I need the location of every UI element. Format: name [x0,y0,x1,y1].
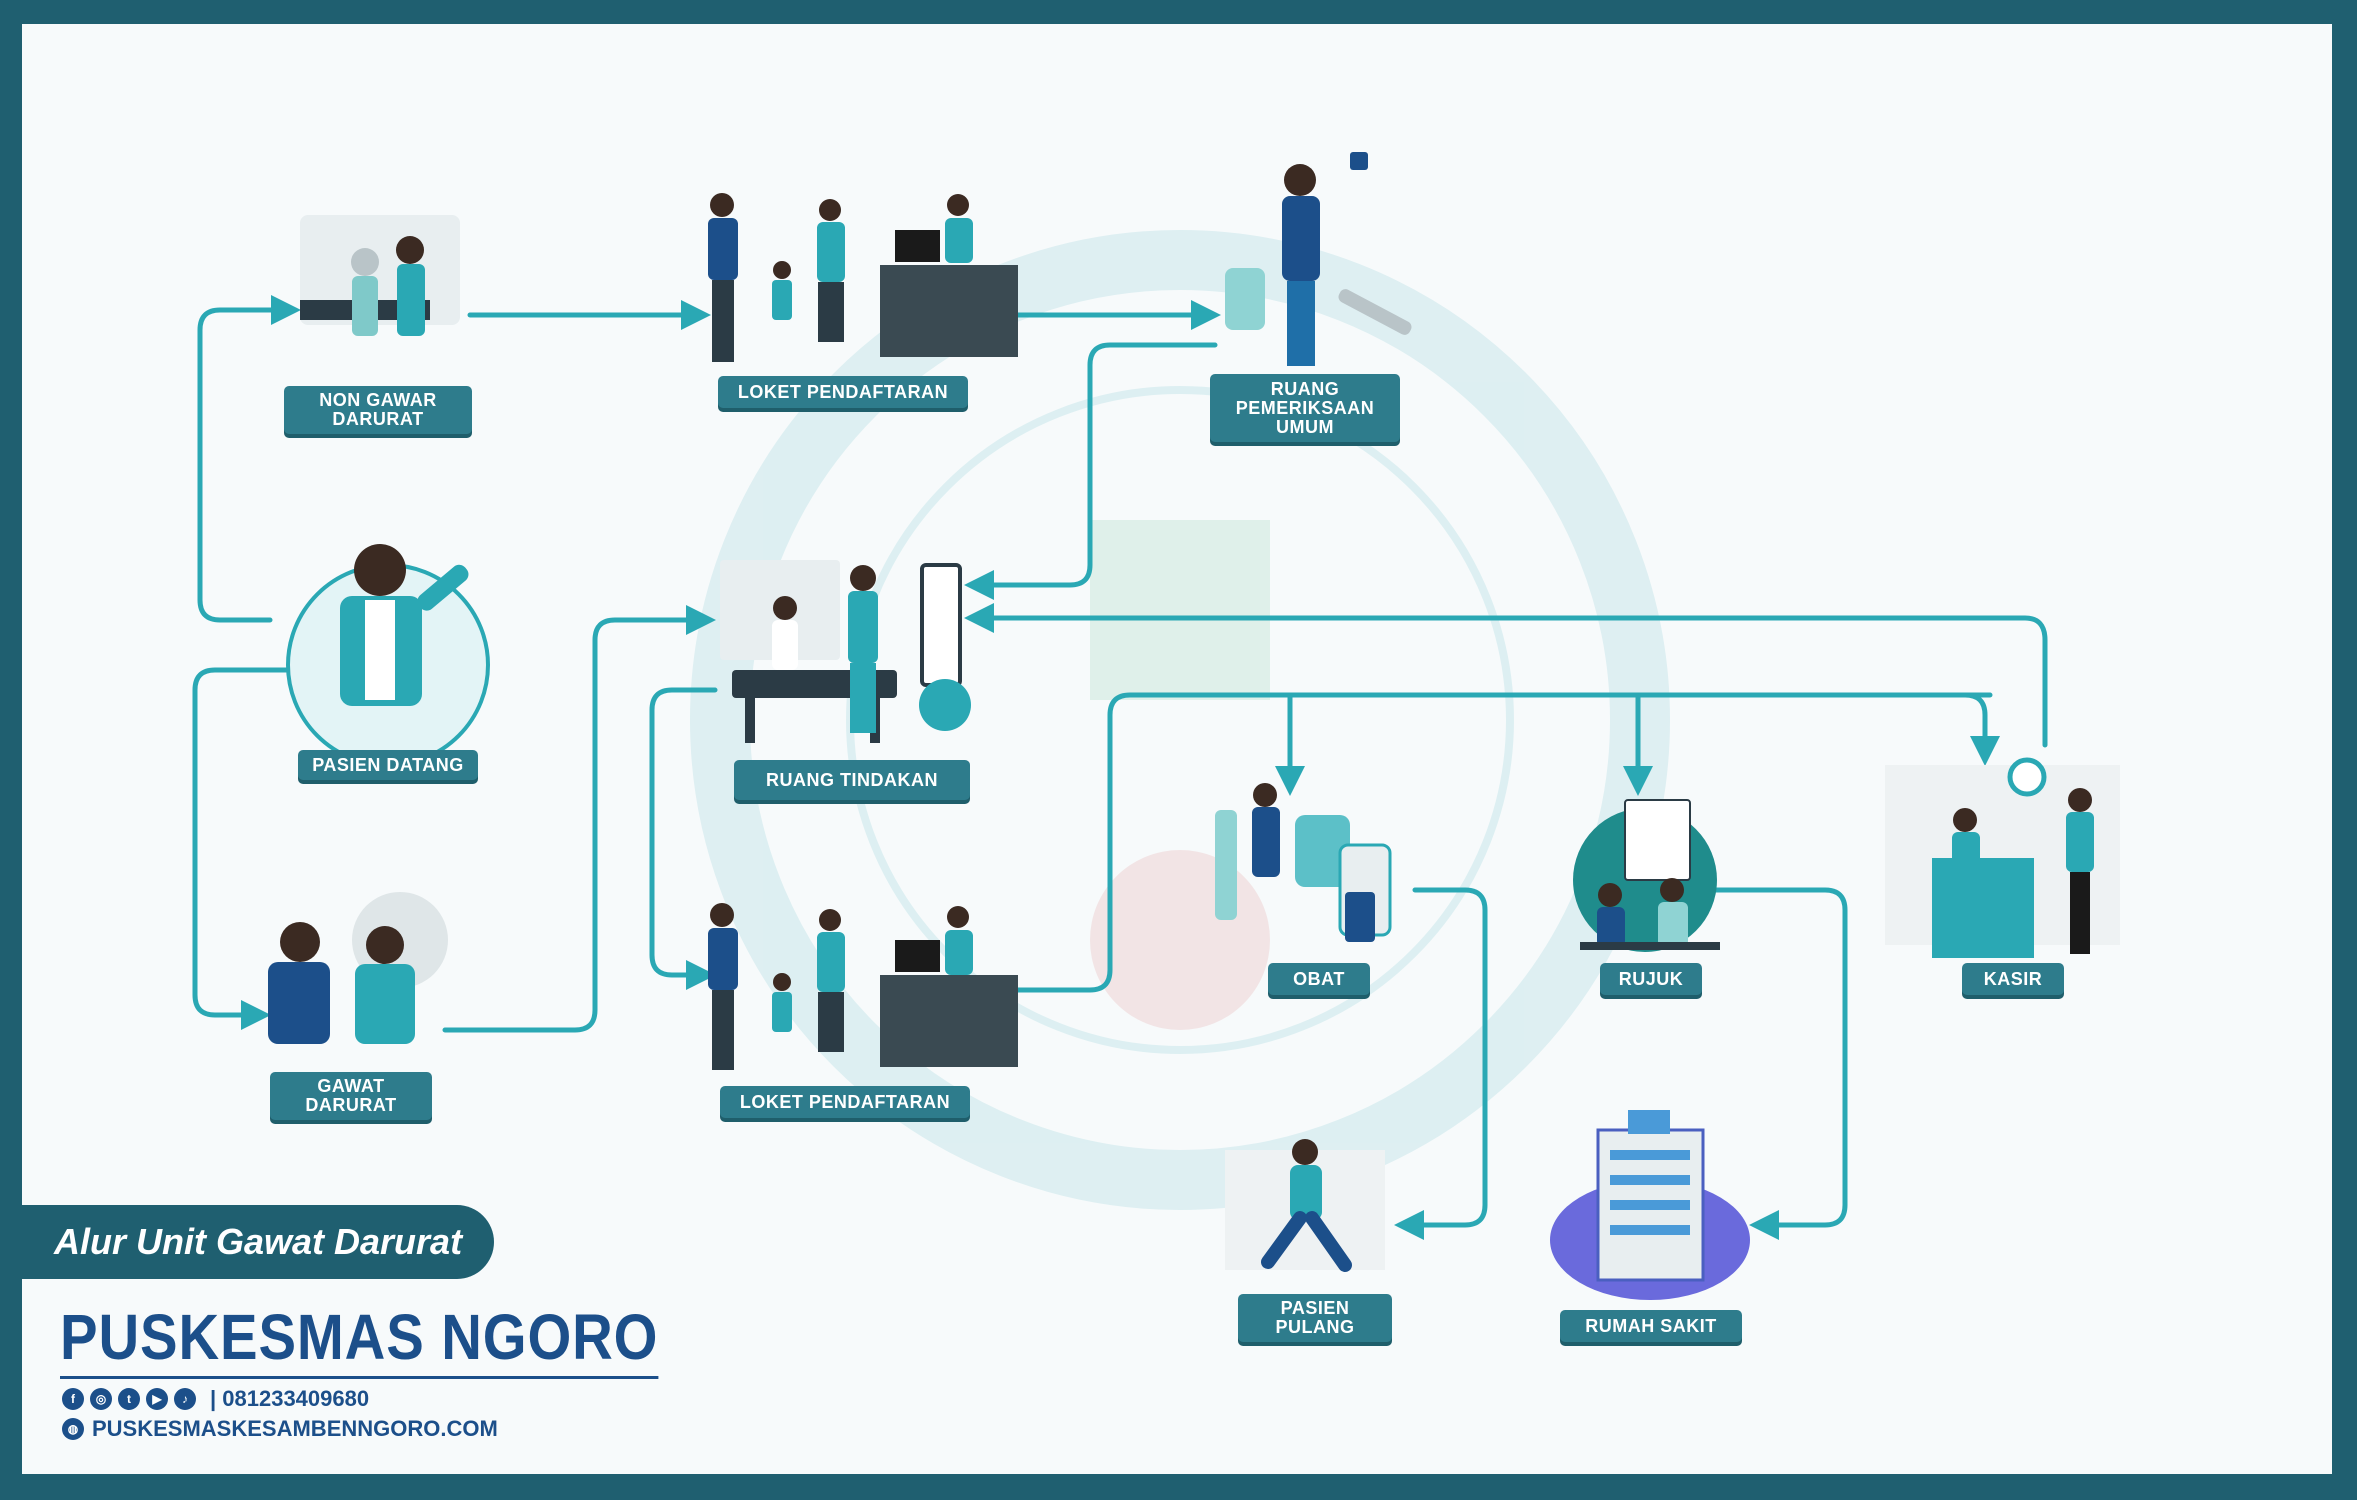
node-kasir: KASIR [1962,963,2064,995]
patient-arrival-illustration [286,544,490,767]
medicine-illustration [1215,783,1392,942]
registration-desk-illustration-top [708,193,1018,362]
referral-illustration [1573,799,1720,952]
organization-name: PUSKESMAS NGORO [60,1300,659,1379]
node-loket-pendaftaran-bottom: LOKET PENDAFTARAN [720,1086,970,1118]
node-rumah-sakit: RUMAH SAKIT [1560,1310,1742,1342]
node-non-gawar-darurat: NON GAWAR DARURAT [284,386,472,434]
patient-leaving-illustration [1225,1139,1385,1272]
node-loket-pendaftaran-top: LOKET PENDAFTARAN [718,376,968,408]
treatment-room-illustration [720,560,971,743]
connector-rujuk-to-rs [1707,887,1848,1240]
connector-datang-to-gawat [192,667,293,1030]
registration-desk-illustration-bottom [708,903,1018,1070]
facebook-icon[interactable]: f [62,1388,84,1410]
connector-datang-to-nongawar [197,295,301,623]
phone-number: | 081233409680 [210,1386,370,1411]
contact-row: f ◎ t ▶ ♪ | 081233409680 [62,1386,369,1412]
youtube-icon[interactable]: ▶ [146,1388,168,1410]
website-row: ◍ PUSKESMASKESAMBENNGORO.COM [62,1416,498,1442]
node-gawat-darurat: GAWAT DARURAT [270,1072,432,1120]
connector-hub-to-kasir [1962,692,2000,766]
connector-pemeriksaan-to-tindakan [964,342,1218,600]
connector-loket-to-hub [1012,692,1993,993]
diagram-title-banner: Alur Unit Gawat Darurat [22,1205,494,1279]
node-ruang-pemeriksaan-umum: RUANG PEMERIKSAAN UMUM [1210,374,1400,442]
node-pasien-pulang: PASIEN PULANG [1238,1294,1392,1342]
node-pasien-datang: PASIEN DATANG [298,750,478,780]
diagram-title: Alur Unit Gawat Darurat [54,1221,463,1262]
instagram-icon[interactable]: ◎ [90,1388,112,1410]
node-obat: OBAT [1268,963,1370,995]
connector-obat-to-pulang [1394,887,1488,1240]
cashier-illustration [1885,757,2120,958]
doctor-illustration [1225,152,1412,366]
node-rujuk: RUJUK [1600,963,1702,995]
connector-gawat-to-tindakan [442,605,716,1033]
globe-icon: ◍ [62,1418,84,1440]
emergency-illustration [268,892,448,1044]
website-link[interactable]: PUSKESMASKESAMBENNGORO.COM [92,1416,498,1441]
twitter-icon[interactable]: t [118,1388,140,1410]
hospital-building-illustration [1550,1110,1750,1300]
hospital-bed-illustration [300,215,460,336]
connector-kasir-to-tindakan [964,603,2048,748]
tiktok-icon[interactable]: ♪ [174,1388,196,1410]
connector-tindakan-to-loket [649,687,718,990]
node-ruang-tindakan: RUANG TINDAKAN [734,760,970,800]
